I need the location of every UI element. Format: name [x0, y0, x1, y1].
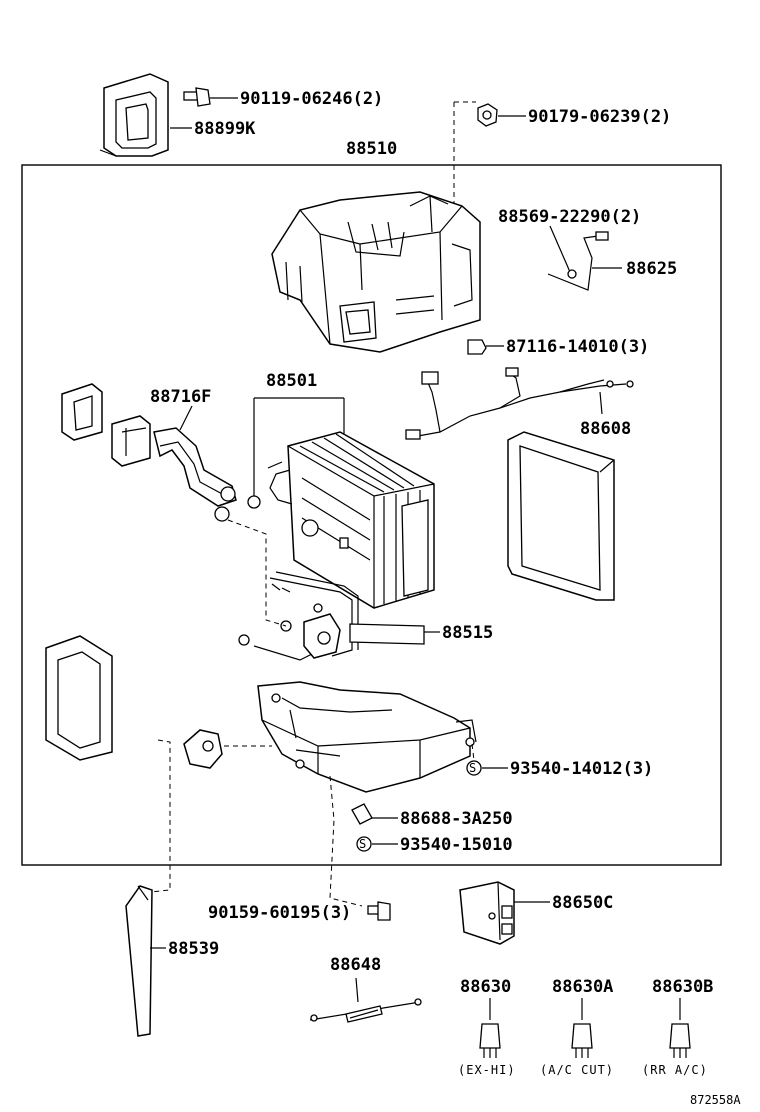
label-88630b: 88630B [652, 977, 713, 997]
label-88625: 88625 [626, 259, 677, 279]
label-88688: 88688-3A250 [400, 809, 513, 829]
s-mark-93540-14012: S [466, 760, 482, 776]
pipes-88515 [238, 571, 425, 661]
bolt-90159 [367, 901, 391, 921]
assembly-frame [21, 164, 722, 866]
s-mark-93540-15010: S [356, 836, 372, 852]
label-88648: 88648 [330, 955, 381, 975]
relay-88630b [669, 1023, 691, 1058]
label-88630a: 88630A [552, 977, 613, 997]
clip-88688 [351, 803, 373, 825]
relay-88630 [479, 1023, 501, 1058]
amplifier-88650c [459, 881, 515, 945]
seal-frame-left [45, 635, 113, 761]
harness-88608 [405, 367, 634, 440]
label-88539: 88539 [168, 939, 219, 959]
sub-label-exhi: (EX-HI) [458, 1063, 516, 1077]
upper-case [271, 191, 481, 353]
label-90179: 90179-06239(2) [528, 107, 671, 127]
label-93540-14012: 93540-14012(3) [510, 759, 653, 779]
grommet-round [183, 729, 223, 769]
thermistor-88625 [547, 231, 609, 291]
label-88630: 88630 [460, 977, 511, 997]
wire-88648 [309, 998, 422, 1023]
bolt-90119 [183, 87, 211, 107]
svg-text:S: S [359, 837, 367, 851]
tube-88716f [153, 427, 237, 522]
label-88716f: 88716F [150, 387, 211, 407]
label-88515: 88515 [442, 623, 493, 643]
figure-code: 872558A [690, 1093, 741, 1107]
drain-hose-88539 [125, 885, 153, 1037]
grommet-left [61, 383, 103, 441]
seal-frame-right [507, 431, 615, 601]
label-90119: 90119-06246(2) [240, 89, 383, 109]
sub-label-accut: (A/C CUT) [540, 1063, 614, 1077]
svg-text:S: S [469, 761, 477, 775]
nut-90179 [477, 103, 498, 127]
sub-label-rrac: (RR A/C) [642, 1063, 708, 1077]
label-88650c: 88650C [552, 893, 613, 913]
relay-88630a [571, 1023, 593, 1058]
label-93540-15010: 93540-15010 [400, 835, 513, 855]
label-88569: 88569-22290(2) [498, 207, 641, 227]
cap-88716f [111, 415, 151, 467]
label-88501: 88501 [266, 371, 317, 391]
label-88510: 88510 [346, 139, 397, 159]
label-90159: 90159-60195(3) [208, 903, 351, 923]
gasket-88899k [99, 73, 169, 157]
evaporator-88501 [267, 431, 435, 609]
label-88899k: 88899K [194, 119, 256, 139]
clip-87116 [467, 339, 487, 355]
label-88608: 88608 [580, 419, 631, 439]
label-87116: 87116-14010(3) [506, 337, 649, 357]
lower-case [257, 681, 477, 793]
